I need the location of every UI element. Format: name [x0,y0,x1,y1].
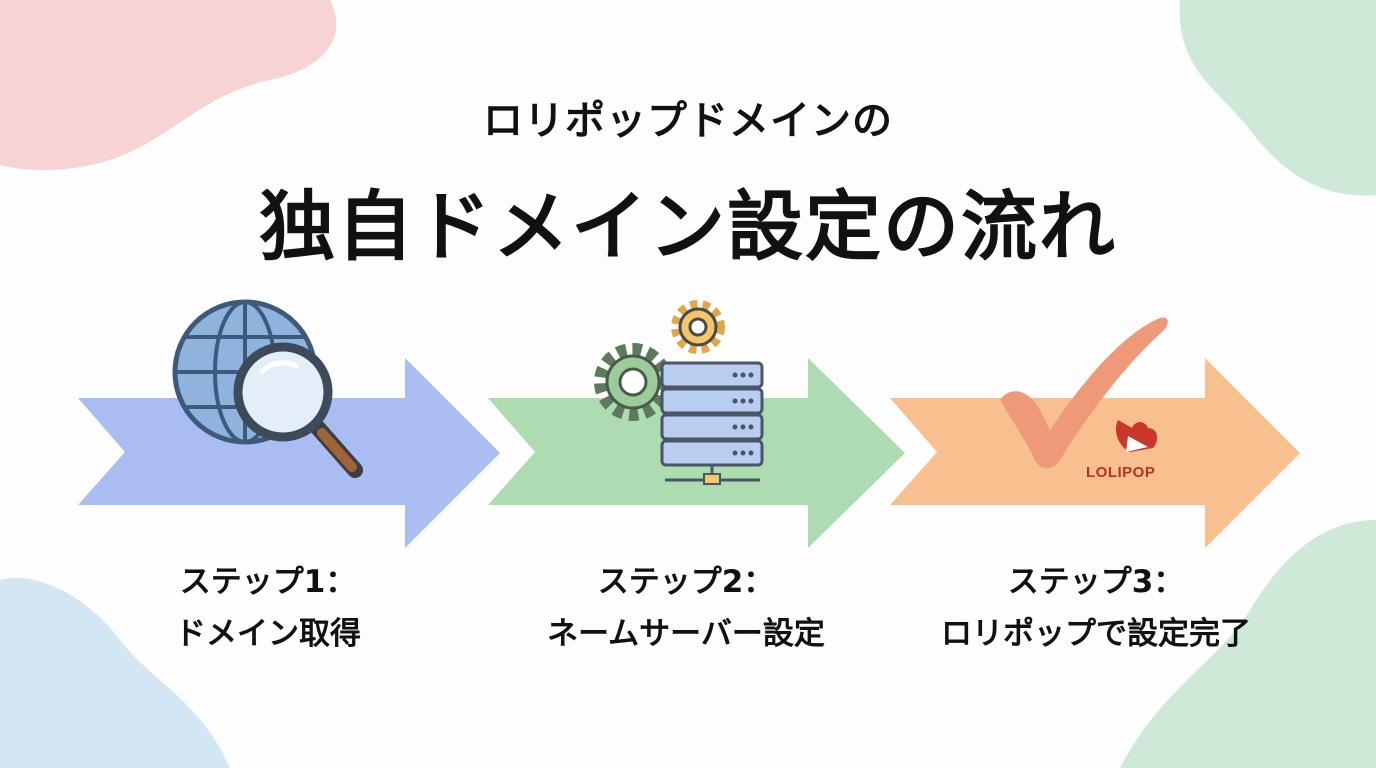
subtitle: ロリポップドメインの [483,98,893,144]
page-title: 独自ドメイン設定の流れ [259,182,1117,271]
step-2: ステップ2： ネームサーバー設定 [476,556,896,660]
lolipop-logo-mark [1115,420,1158,452]
step-3-label: ステップ3： [1007,564,1185,600]
step-2-desc: ネームサーバー設定 [547,616,825,652]
globe-search-icon [172,299,363,478]
step-1-desc: ドメイン取得 [175,616,361,652]
server-gear-icon [594,300,764,485]
step-3: ステップ3： ロリポップで設定完了 [886,556,1306,660]
blob-bottom-left [0,578,230,768]
blob-top-right [1179,0,1376,196]
arrow-step-3 [890,358,1300,548]
step-1-label: ステップ1： [179,564,357,600]
lolipop-logo-text: LOLIPOP [1086,464,1156,481]
blob-bottom-right [1120,520,1376,768]
checkmark-icon [1000,317,1168,469]
step-2-label: ステップ2： [597,564,775,600]
blob-top-left [0,0,337,170]
step-3-desc: ロリポップで設定完了 [941,616,1251,652]
step-1: ステップ1： ドメイン取得 [58,556,478,660]
